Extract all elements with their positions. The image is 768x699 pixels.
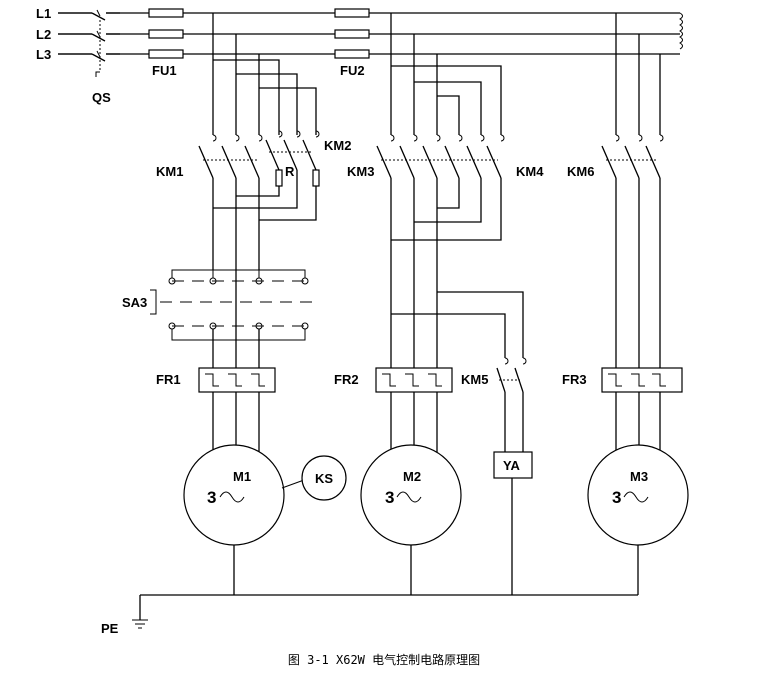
sa3-switch — [150, 269, 312, 370]
label-qs: QS — [92, 90, 111, 105]
resistors — [213, 169, 320, 221]
labels: L1 L2 L3 QS FU1 FU2 KM1 KM2 R KM3 KM4 KM… — [36, 6, 648, 636]
qs-switch — [58, 8, 120, 77]
label-fr2: FR2 — [334, 372, 359, 387]
fr3-relay — [601, 367, 683, 452]
label-l3: L3 — [36, 47, 51, 62]
label-m1: M1 — [233, 469, 251, 484]
fr2-relay — [375, 367, 453, 452]
label-l2: L2 — [36, 27, 51, 42]
figure-caption: 图 3-1 X62W 电气控制电路原理图 — [287, 653, 481, 667]
label-pe: PE — [101, 621, 119, 636]
label-fu1: FU1 — [152, 63, 177, 78]
m2-feeders — [390, 13, 502, 135]
label-m1-phase: 3 — [207, 488, 216, 507]
label-ya: YA — [503, 458, 520, 473]
label-m2: M2 — [403, 469, 421, 484]
m1-feeders — [212, 13, 317, 135]
label-m3: M3 — [630, 469, 648, 484]
label-l1: L1 — [36, 6, 51, 21]
label-km3: KM3 — [347, 164, 374, 179]
label-km4: KM4 — [516, 164, 544, 179]
label-fr3: FR3 — [562, 372, 587, 387]
label-km6: KM6 — [567, 164, 594, 179]
label-r: R — [285, 164, 295, 179]
motor-m1 — [183, 444, 347, 595]
label-sa3: SA3 — [122, 295, 147, 310]
label-m2-phase: 3 — [385, 488, 394, 507]
fr1-relay — [198, 367, 276, 452]
fuses — [148, 8, 370, 59]
km5-branch — [391, 291, 533, 595]
label-m3-phase: 3 — [612, 488, 621, 507]
motor-m2 — [360, 444, 462, 595]
km1-km2-contacts — [198, 130, 320, 270]
label-fu2: FU2 — [340, 63, 365, 78]
km3-km4-contacts — [376, 134, 505, 370]
m3-feeders — [601, 13, 664, 370]
motor-m3 — [587, 444, 689, 595]
label-km1: KM1 — [156, 164, 183, 179]
label-km2: KM2 — [324, 138, 351, 153]
pe-ground — [132, 594, 638, 629]
circuit-diagram: L1 L2 L3 QS FU1 FU2 KM1 KM2 R KM3 KM4 KM… — [36, 6, 689, 636]
label-fr1: FR1 — [156, 372, 181, 387]
label-ks: KS — [315, 471, 333, 486]
label-km5: KM5 — [461, 372, 488, 387]
